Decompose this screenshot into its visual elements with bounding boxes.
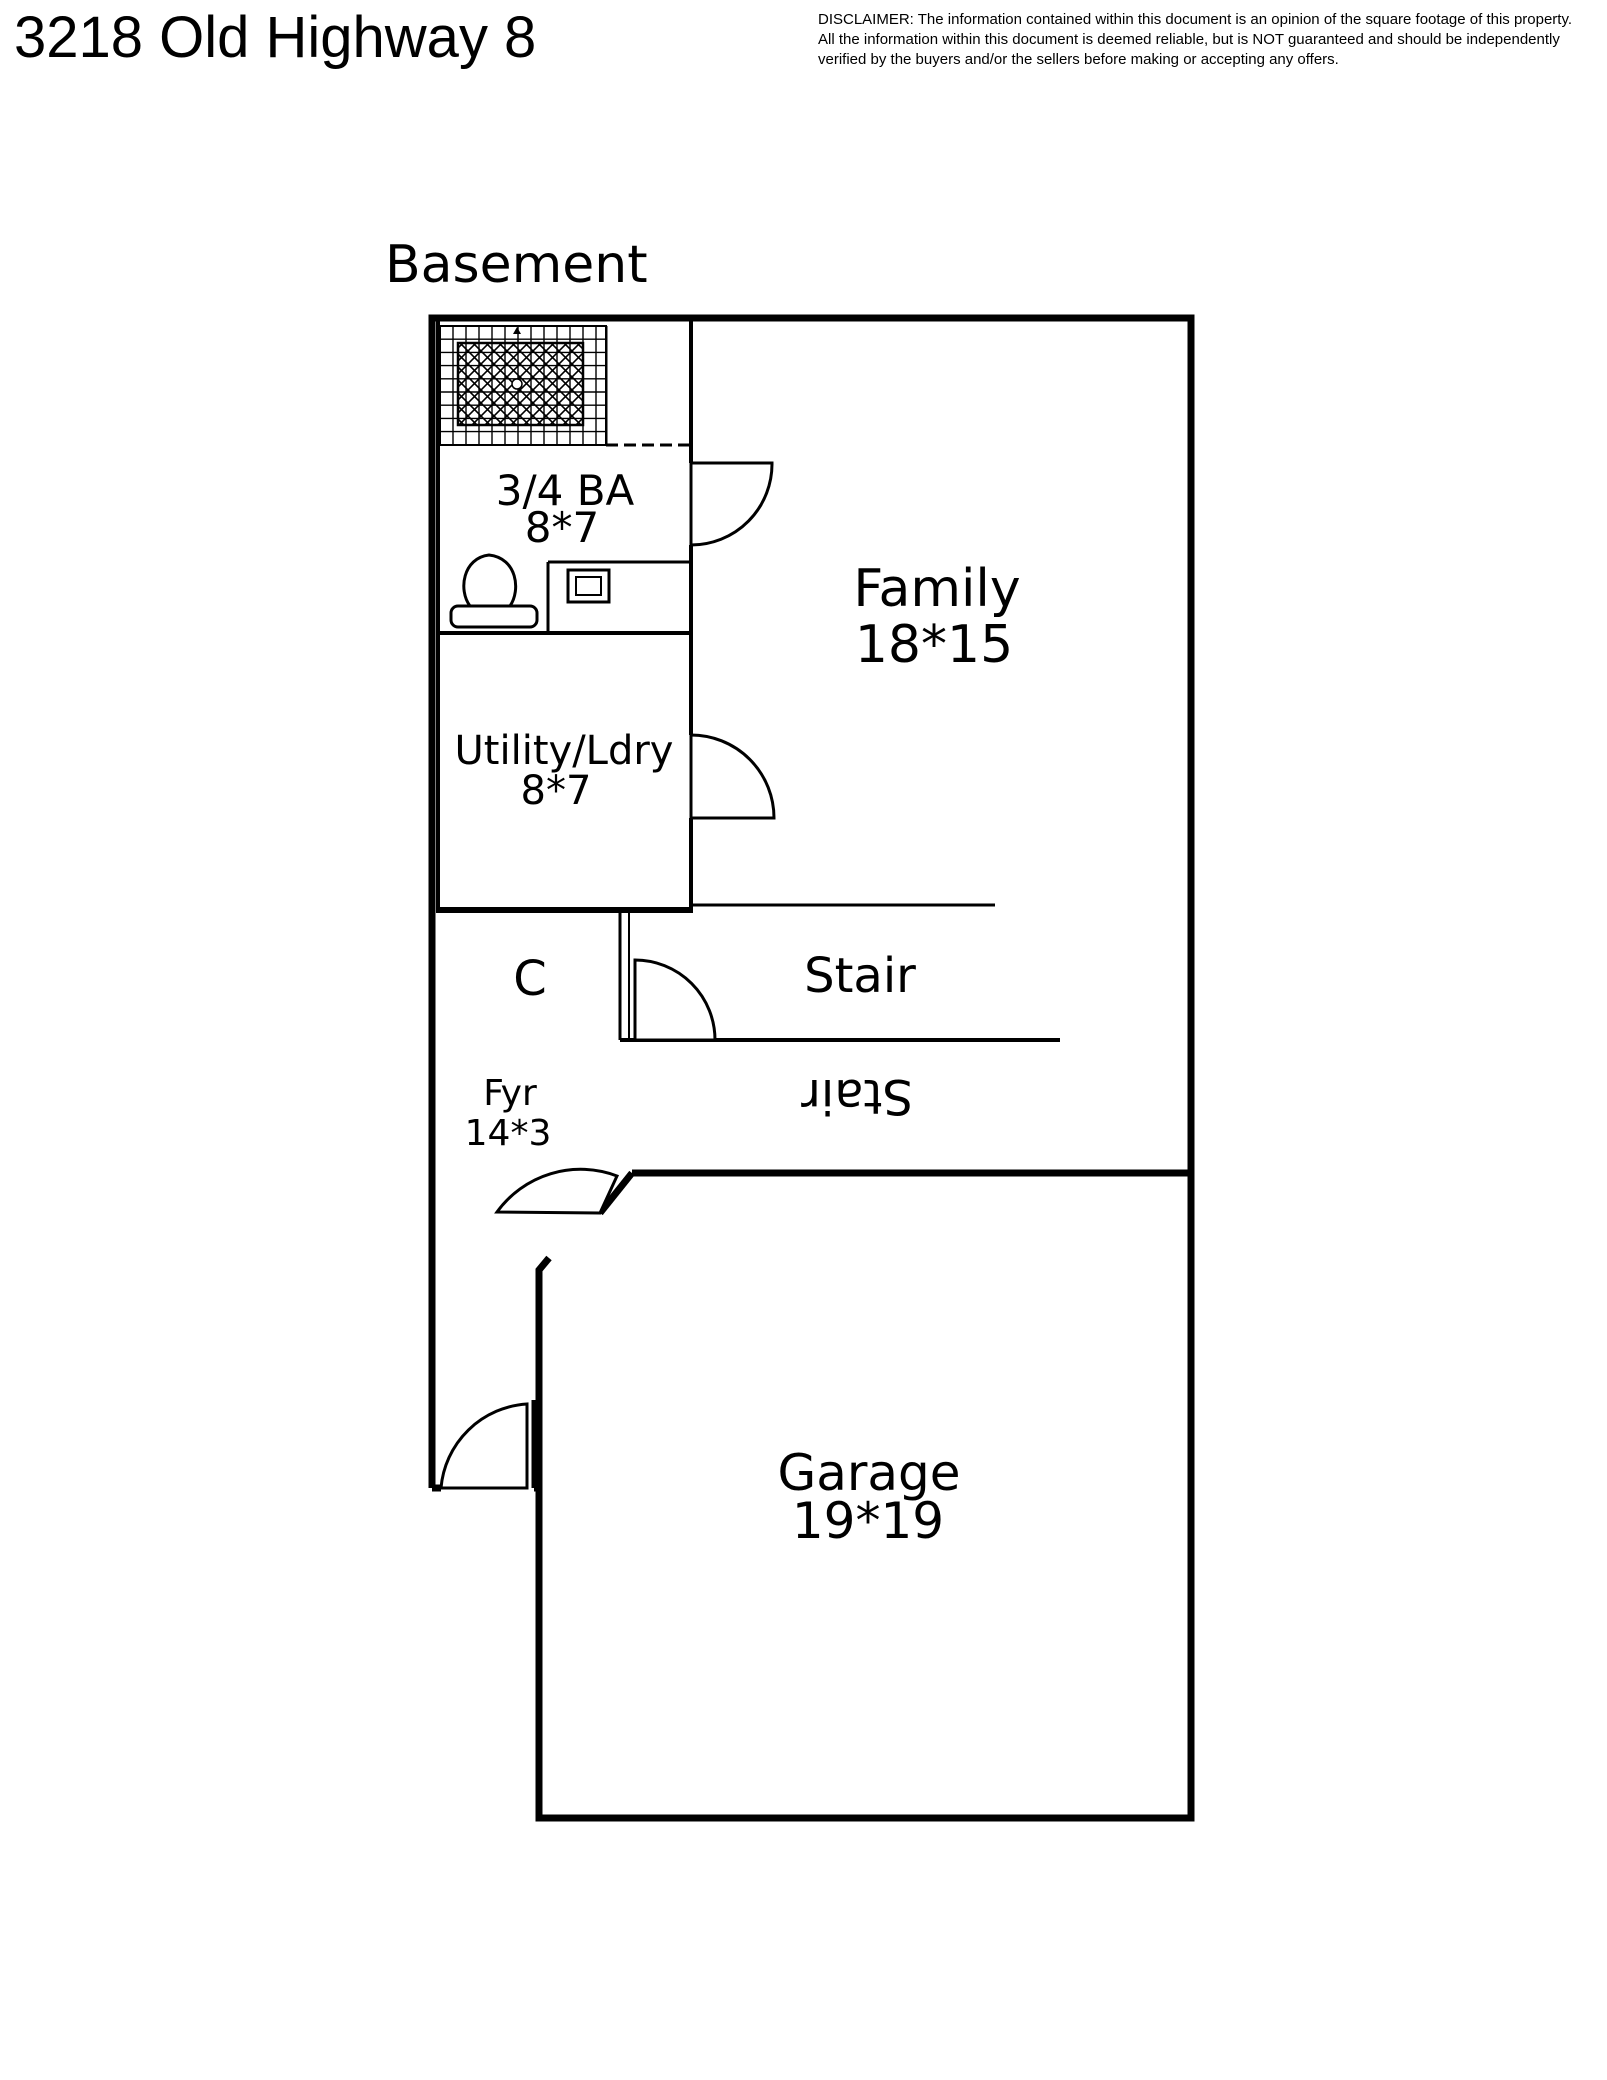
foyer-size: 14*3 [465, 1113, 552, 1154]
garage-size: 19*19 [792, 1492, 944, 1550]
door-closet [633, 958, 717, 1042]
toilet-icon [449, 553, 539, 629]
door-garage [494, 1167, 620, 1215]
showerhead-icon [513, 327, 521, 334]
garage-label: Garage [777, 1444, 960, 1502]
sink-icon [566, 568, 611, 604]
drain-icon [511, 378, 523, 390]
stair-upper-label: Stair [804, 948, 916, 1004]
disclaimer: DISCLAIMER: The information contained wi… [818, 10, 1607, 70]
door-bath [689, 461, 774, 547]
bath-label: 3/4 BA [496, 466, 635, 515]
stair-lower-label: Stair [801, 1068, 913, 1124]
property-address: 3218 Old Highway 8 [14, 5, 537, 70]
floor-title: Basement [385, 235, 648, 295]
disclaimer-line: DISCLAIMER: The information contained wi… [818, 11, 1573, 28]
family-label: Family [853, 559, 1020, 619]
door-exterior [439, 1400, 537, 1490]
foyer-label: Fyr [483, 1073, 537, 1114]
bath-size: 8*7 [525, 503, 599, 552]
shower [439, 325, 607, 446]
utility-label: Utility/Ldry [455, 728, 674, 774]
door-utility [689, 733, 776, 820]
disclaimer-line: verified by the buyers and/or the seller… [818, 51, 1339, 68]
closet-label: C [513, 951, 547, 1007]
utility-size: 8*7 [521, 768, 592, 814]
disclaimer-line: All the information within this document… [818, 31, 1560, 48]
family-size: 18*15 [855, 615, 1013, 675]
